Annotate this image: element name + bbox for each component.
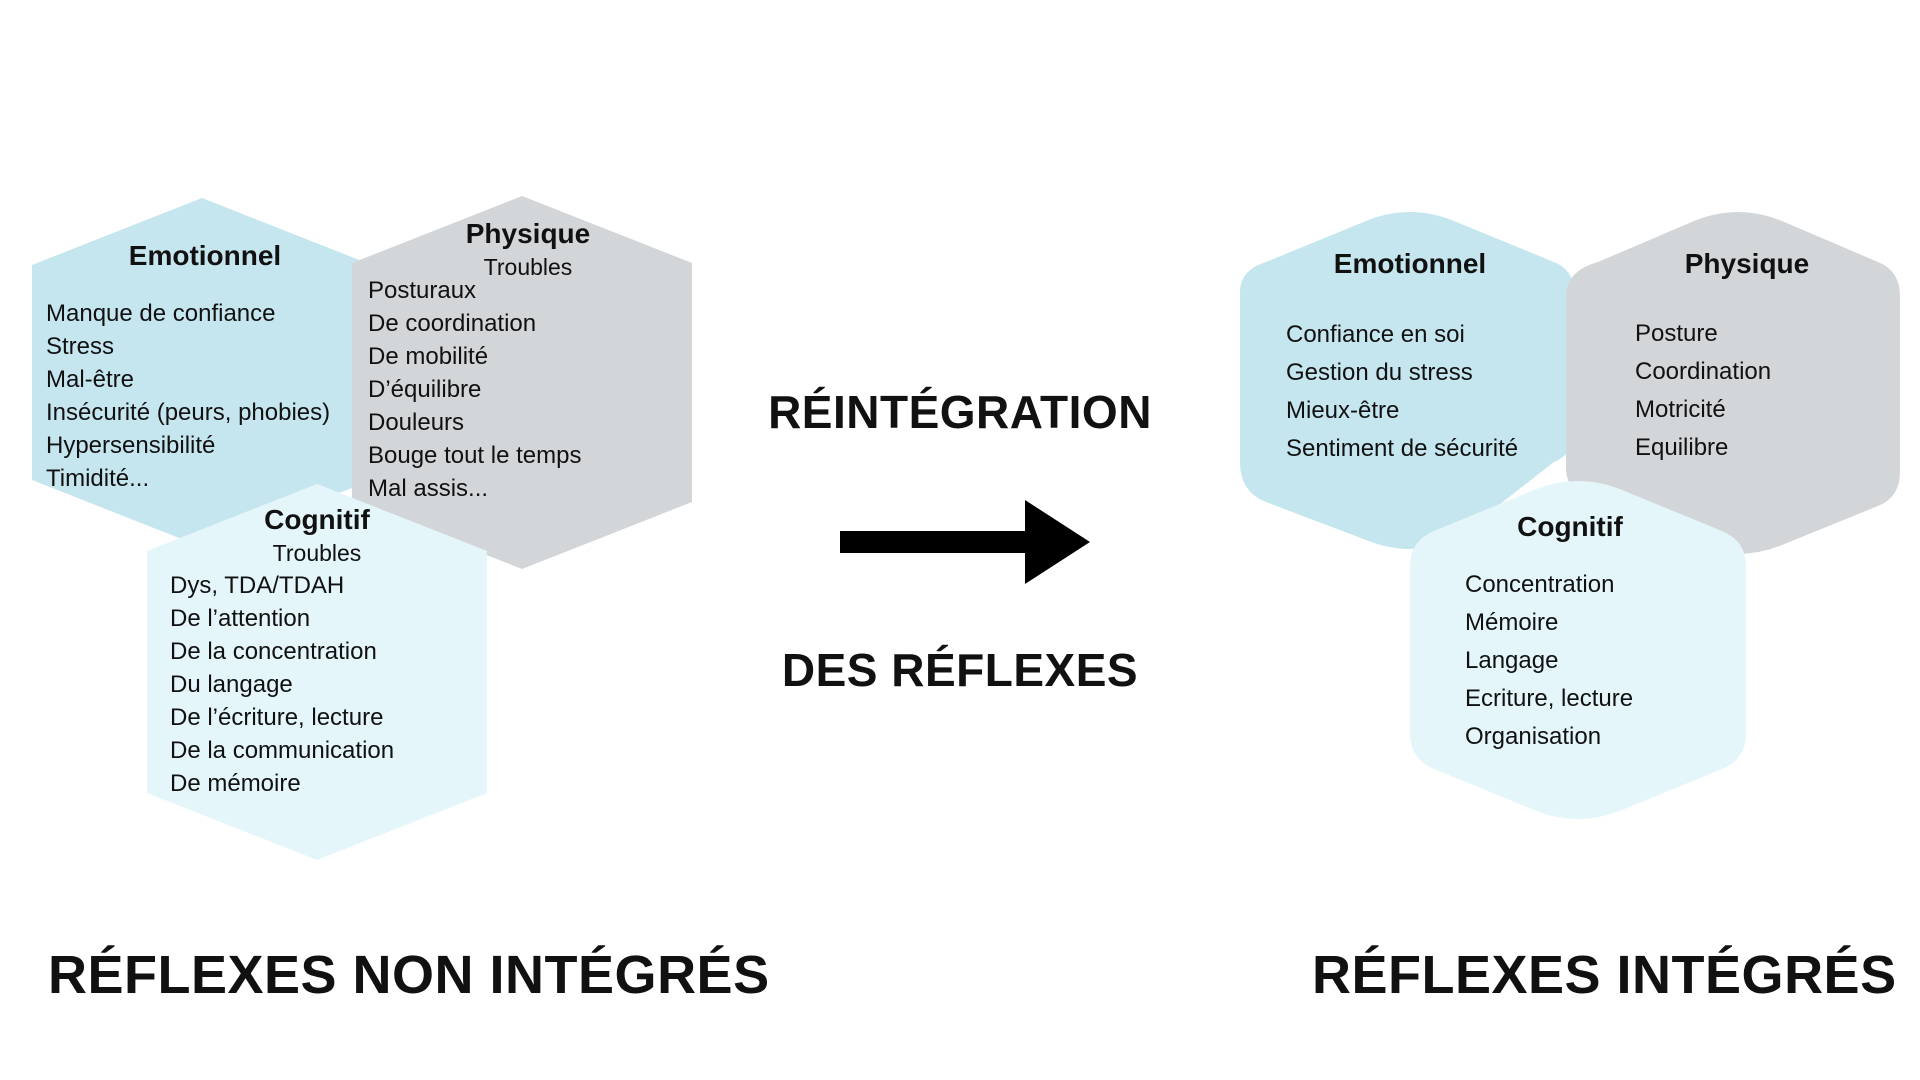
right-title: RÉFLEXES INTÉGRÉS bbox=[1312, 945, 1897, 1005]
arrow-head bbox=[1025, 500, 1090, 584]
left-physique-heading: Physique bbox=[465, 218, 591, 249]
list-item: Manque de confiance bbox=[46, 300, 276, 327]
list-item: Dys, TDA/TDAH bbox=[170, 572, 345, 599]
left-emotionnel-hexagon bbox=[32, 198, 372, 547]
list-item: D’équilibre bbox=[368, 376, 482, 403]
list-item: Gestion du stress bbox=[1286, 359, 1473, 386]
right-emotionnel-hexagon bbox=[1240, 212, 1574, 549]
list-item: Posture bbox=[1635, 320, 1718, 347]
list-item: Mal-être bbox=[46, 366, 135, 393]
list-item: De la concentration bbox=[170, 638, 377, 665]
left-title: RÉFLEXES NON INTÉGRÉS bbox=[48, 945, 770, 1005]
right-cognitif-heading: Cognitif bbox=[1517, 511, 1623, 542]
list-item: Insécurité (peurs, phobies) bbox=[46, 399, 331, 426]
list-item: Langage bbox=[1465, 647, 1559, 674]
right-cognitif-hexagon bbox=[1410, 481, 1746, 819]
left-cognitif-list: Dys, TDA/TDAH De l’attention De la concent… bbox=[170, 569, 394, 800]
left-cognitif-subheading: Troubles bbox=[272, 540, 362, 566]
right-physique-hexagon bbox=[1566, 212, 1900, 554]
list-item: Timidité... bbox=[46, 465, 150, 492]
list-item: Mémoire bbox=[1465, 609, 1559, 636]
list-item: Mal assis... bbox=[368, 475, 489, 502]
list-item: Hypersensibilité bbox=[46, 432, 216, 459]
list-item: Bouge tout le temps bbox=[368, 442, 582, 469]
list-item: Ecriture, lecture bbox=[1465, 685, 1634, 712]
list-item: De l’écriture, lecture bbox=[170, 704, 384, 731]
right-emotionnel-heading: Emotionnel bbox=[1333, 248, 1487, 279]
list-item: Confiance en soi bbox=[1286, 321, 1465, 348]
list-item: Posturaux bbox=[368, 277, 477, 304]
list-item: Motricité bbox=[1635, 396, 1726, 423]
list-item: Douleurs bbox=[368, 409, 465, 436]
list-item: Mieux-être bbox=[1286, 397, 1400, 424]
list-item: De mobilité bbox=[368, 343, 489, 370]
list-item: Sentiment de sécurité bbox=[1286, 435, 1519, 462]
right-arrow-icon bbox=[840, 500, 1090, 584]
list-item: Du langage bbox=[170, 671, 293, 698]
left-cognitif-heading: Cognitif bbox=[264, 504, 370, 535]
list-item: De la communication bbox=[170, 737, 395, 764]
arrow-shaft bbox=[840, 531, 1030, 553]
list-item: Equilibre bbox=[1635, 434, 1729, 461]
left-physique-subheading: Troubles bbox=[483, 254, 573, 280]
left-cognitif-hexagon bbox=[147, 484, 487, 860]
list-item: De coordination bbox=[368, 310, 537, 337]
list-item: Concentration bbox=[1465, 571, 1615, 598]
list-item: De mémoire bbox=[170, 770, 301, 797]
left-physique-hexagon bbox=[352, 196, 692, 569]
list-item: Coordination bbox=[1635, 358, 1772, 385]
left-emotionnel-heading: Emotionnel bbox=[128, 240, 282, 271]
list-item: De l’attention bbox=[170, 605, 311, 632]
right-physique-heading: Physique bbox=[1684, 248, 1810, 279]
center-line-2: DES RÉFLEXES bbox=[781, 644, 1139, 696]
list-item: Organisation bbox=[1465, 723, 1602, 750]
list-item: Stress bbox=[46, 333, 115, 360]
center-line-1: RÉINTÉGRATION bbox=[768, 386, 1152, 438]
